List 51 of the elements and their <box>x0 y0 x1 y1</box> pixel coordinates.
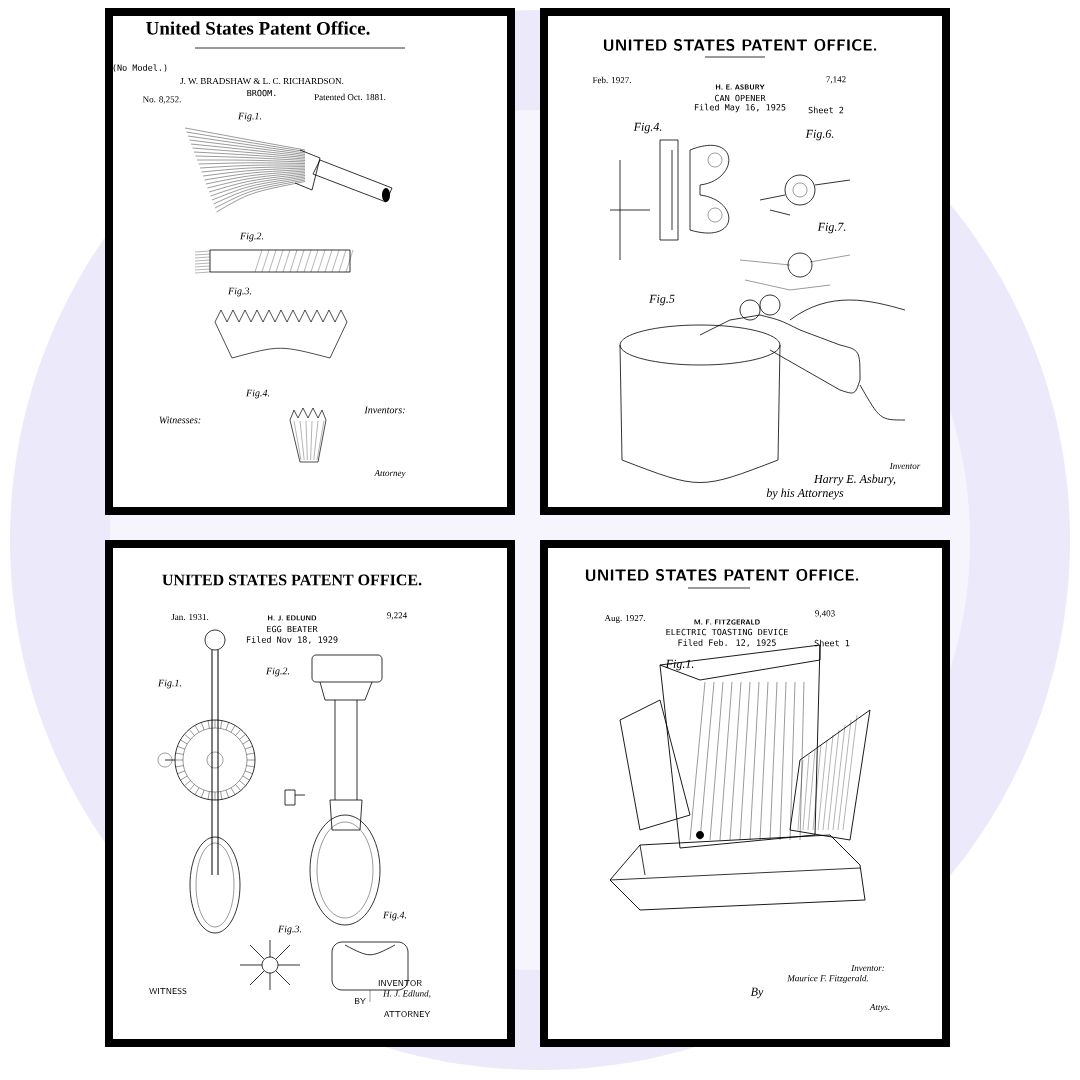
signature-heading: by his Attorneys <box>766 488 844 500</box>
figure-label: Fig.4. <box>633 122 662 134</box>
patent-date: Patented Oct. 1881. <box>314 93 386 101</box>
signature-heading: INVENTOR <box>378 979 422 987</box>
signature-heading: Inventor: <box>851 965 885 971</box>
invention-title: CAN OPENER <box>715 94 766 102</box>
signature-heading: BY <box>355 998 366 1004</box>
signature: H. J. Edlund, <box>383 990 431 998</box>
signature-heading: WITNESS <box>149 987 187 995</box>
figure-label: Fig.3. <box>278 925 302 935</box>
signature-heading: Witnesses: <box>159 416 201 424</box>
signature: Harry E. Asbury, <box>813 474 896 486</box>
heading: United States Patent Office. <box>146 21 370 35</box>
signature-heading: Inventors: <box>364 406 405 414</box>
heading: UNITED STATES PATENT OFFICE. <box>162 574 422 586</box>
figure-label: Fig.5 <box>649 294 675 306</box>
filing-date: Filed May 16, 1925 <box>694 103 786 113</box>
patent-number: 9,403 <box>815 610 835 618</box>
signature: Attys. <box>869 1004 890 1012</box>
sheet-number: Sheet 1 <box>814 639 850 647</box>
figure-label: Fig.2. <box>240 232 264 242</box>
inventor-names: J. W. BRADSHAW & L. C. RICHARDSON. <box>180 77 344 85</box>
signature-heading: Attorney <box>374 470 406 478</box>
signature: By <box>750 987 764 999</box>
patent-number: 7,142 <box>826 76 846 84</box>
figure-label: Fig.4. <box>383 911 407 921</box>
patent-date: Jan. 1931. <box>171 613 209 621</box>
patent-number: No. 8,252. <box>142 96 181 104</box>
signature-heading: ATTORNEY <box>384 1010 431 1018</box>
figure-label: Fig.1. <box>238 112 262 122</box>
signature-heading: Inventor <box>889 463 921 469</box>
figure-label: Fig.1. <box>665 659 694 671</box>
figure-label: Fig.6. <box>805 129 834 141</box>
model-note: (No Model.) <box>113 64 167 72</box>
invention-title: BROOM. <box>247 89 276 97</box>
figure-label: Fig.7. <box>817 222 846 234</box>
filing-date: Filed Nov 18, 1929 <box>246 636 338 644</box>
figure-label: Fig.1. <box>158 679 182 689</box>
patent-date: Feb. 1927. <box>592 76 631 84</box>
heading: UNITED STATES PATENT OFFICE. <box>585 569 859 581</box>
figure-label: Fig.3. <box>228 287 252 297</box>
figure-label: Fig.2. <box>266 667 290 677</box>
patent-date: Aug. 1927. <box>604 615 645 623</box>
invention-title: EGG BEATER <box>267 625 318 633</box>
signature: Maurice F. Fitzgerald. <box>787 974 868 984</box>
sheet-number: Sheet 2 <box>808 106 844 114</box>
figure-label: Fig.4. <box>246 389 270 399</box>
heading: UNITED STATES PATENT OFFICE. <box>603 39 877 51</box>
patent-number: 9,224 <box>387 612 407 620</box>
filing-date: Filed Feb. 12, 1925 <box>678 639 776 647</box>
invention-title: ELECTRIC TOASTING DEVICE <box>666 628 788 636</box>
